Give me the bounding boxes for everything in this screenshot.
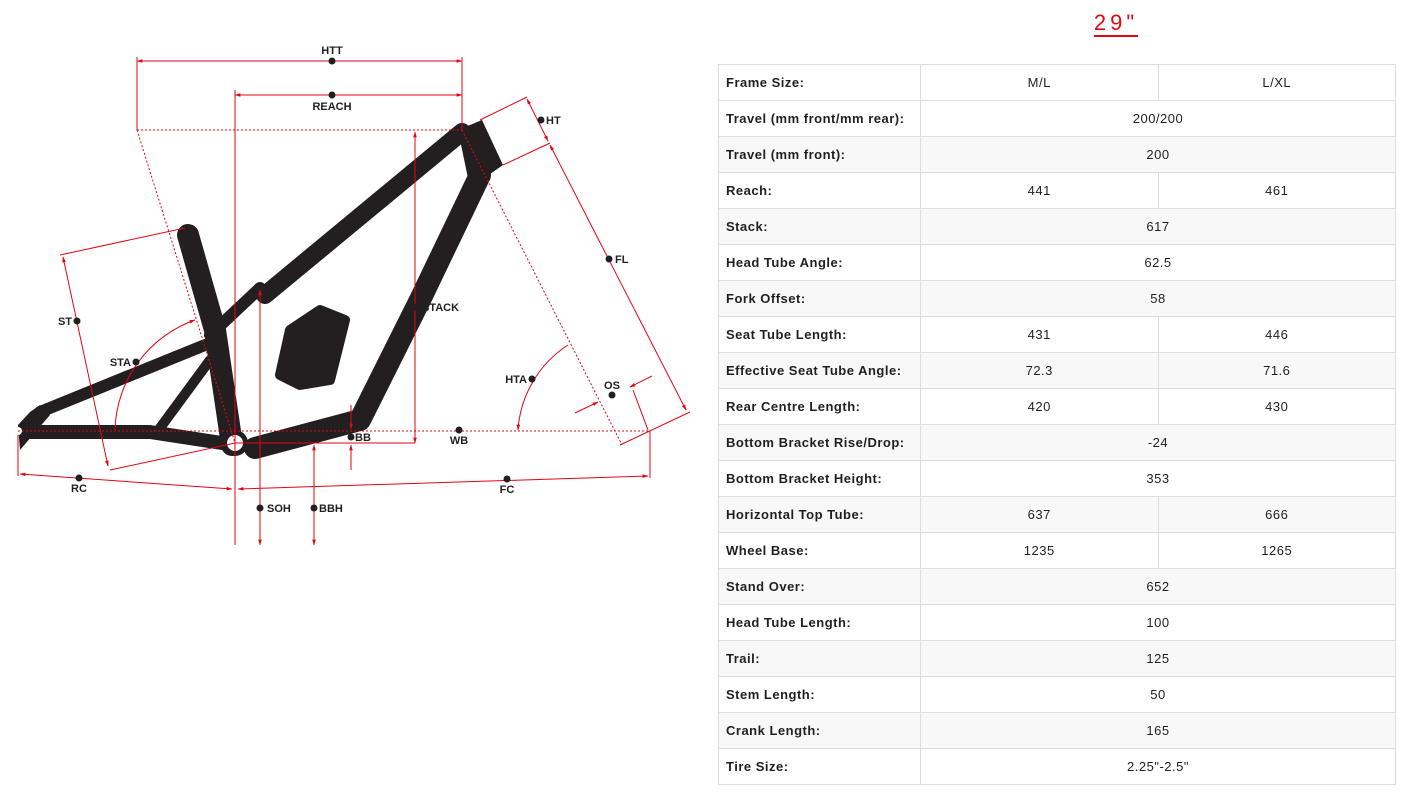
row-value: 165 bbox=[920, 712, 1396, 749]
label-bbh: BBH bbox=[319, 503, 343, 515]
row-label: Wheel Base: bbox=[718, 532, 921, 569]
table-row: Fork Offset:58 bbox=[718, 280, 1396, 317]
row-value: 441 bbox=[920, 172, 1159, 209]
label-stack: STACK bbox=[422, 302, 459, 314]
row-label: Crank Length: bbox=[718, 712, 921, 749]
row-value: 100 bbox=[920, 604, 1396, 641]
row-label: Rear Centre Length: bbox=[718, 388, 921, 425]
row-label: Travel (mm front/mm rear): bbox=[718, 100, 921, 137]
row-value: 617 bbox=[920, 208, 1396, 245]
label-wb: WB bbox=[450, 435, 468, 447]
bike-frame bbox=[18, 123, 491, 459]
row-value: 200 bbox=[920, 136, 1396, 173]
row-value: 446 bbox=[1157, 316, 1396, 353]
label-fc: FC bbox=[500, 484, 515, 496]
label-os: OS bbox=[604, 380, 620, 392]
row-label: Head Tube Angle: bbox=[718, 244, 921, 281]
row-label: Frame Size: bbox=[718, 64, 921, 101]
row-value: 652 bbox=[920, 568, 1396, 605]
row-value: 461 bbox=[1157, 172, 1396, 209]
row-value: 353 bbox=[920, 460, 1396, 497]
table-row: Travel (mm front):200 bbox=[718, 136, 1396, 173]
row-value: 1235 bbox=[920, 532, 1159, 569]
row-label: Trail: bbox=[718, 640, 921, 677]
frame-geometry-diagram: HTT REACH HT FL STACK ST STA HTA OS BB W… bbox=[14, 45, 691, 546]
label-st: ST bbox=[58, 316, 72, 328]
table-row: Stand Over:652 bbox=[718, 568, 1396, 605]
measurement-dots bbox=[73, 57, 616, 512]
label-bb: BB bbox=[355, 432, 371, 444]
table-row: Bottom Bracket Rise/Drop:-24 bbox=[718, 424, 1396, 461]
row-value: 71.6 bbox=[1157, 352, 1396, 389]
table-row: Stem Length:50 bbox=[718, 676, 1396, 713]
row-label: Bottom Bracket Rise/Drop: bbox=[718, 424, 921, 461]
dimension-lines bbox=[17, 57, 691, 546]
row-label: Head Tube Length: bbox=[718, 604, 921, 641]
table-row: Crank Length:165 bbox=[718, 712, 1396, 749]
table-row: Tire Size:2.25"-2.5" bbox=[718, 748, 1396, 785]
row-value: 1265 bbox=[1157, 532, 1396, 569]
row-label: Stem Length: bbox=[718, 676, 921, 713]
table-row: Travel (mm front/mm rear):200/200 bbox=[718, 100, 1396, 137]
table-row: Bottom Bracket Height:353 bbox=[718, 460, 1396, 497]
row-value: 2.25"-2.5" bbox=[920, 748, 1396, 785]
row-value: 420 bbox=[920, 388, 1159, 425]
row-value: -24 bbox=[920, 424, 1396, 461]
row-label: Stand Over: bbox=[718, 568, 921, 605]
row-label: Stack: bbox=[718, 208, 921, 245]
row-label: Horizontal Top Tube: bbox=[718, 496, 921, 533]
row-value: 125 bbox=[920, 640, 1396, 677]
label-rc: RC bbox=[71, 483, 87, 495]
table-row: Stack:617 bbox=[718, 208, 1396, 245]
row-label: Effective Seat Tube Angle: bbox=[718, 352, 921, 389]
label-reach: REACH bbox=[312, 101, 351, 113]
row-value: 637 bbox=[920, 496, 1159, 533]
label-htt: HTT bbox=[321, 45, 343, 57]
size-header: M/L bbox=[920, 64, 1159, 101]
row-value: 666 bbox=[1157, 496, 1396, 533]
row-value: 62.5 bbox=[920, 244, 1396, 281]
row-value: 50 bbox=[920, 676, 1396, 713]
size-header: L/XL bbox=[1157, 64, 1396, 101]
row-value: 200/200 bbox=[920, 100, 1396, 137]
table-row: Trail:125 bbox=[718, 640, 1396, 677]
row-value: 58 bbox=[920, 280, 1396, 317]
label-sta: STA bbox=[110, 357, 131, 369]
wheel-size-tab[interactable]: 29" bbox=[1093, 10, 1139, 35]
geometry-table: Frame Size: M/L L/XL Travel (mm front/mm… bbox=[718, 64, 1396, 785]
row-label: Seat Tube Length: bbox=[718, 316, 921, 353]
table-row: Head Tube Angle:62.5 bbox=[718, 244, 1396, 281]
row-value: 431 bbox=[920, 316, 1159, 353]
label-ht: HT bbox=[546, 115, 561, 127]
row-label: Reach: bbox=[718, 172, 921, 209]
label-hta: HTA bbox=[505, 374, 527, 386]
row-label: Bottom Bracket Height: bbox=[718, 460, 921, 497]
table-row: Head Tube Length:100 bbox=[718, 604, 1396, 641]
row-value: 430 bbox=[1157, 388, 1396, 425]
label-fl: FL bbox=[615, 254, 629, 266]
row-label: Travel (mm front): bbox=[718, 136, 921, 173]
table-header-row: Frame Size: M/L L/XL bbox=[718, 64, 1396, 101]
row-label: Fork Offset: bbox=[718, 280, 921, 317]
label-soh: SOH bbox=[267, 503, 291, 515]
row-label: Tire Size: bbox=[718, 748, 921, 785]
row-value: 72.3 bbox=[920, 352, 1159, 389]
